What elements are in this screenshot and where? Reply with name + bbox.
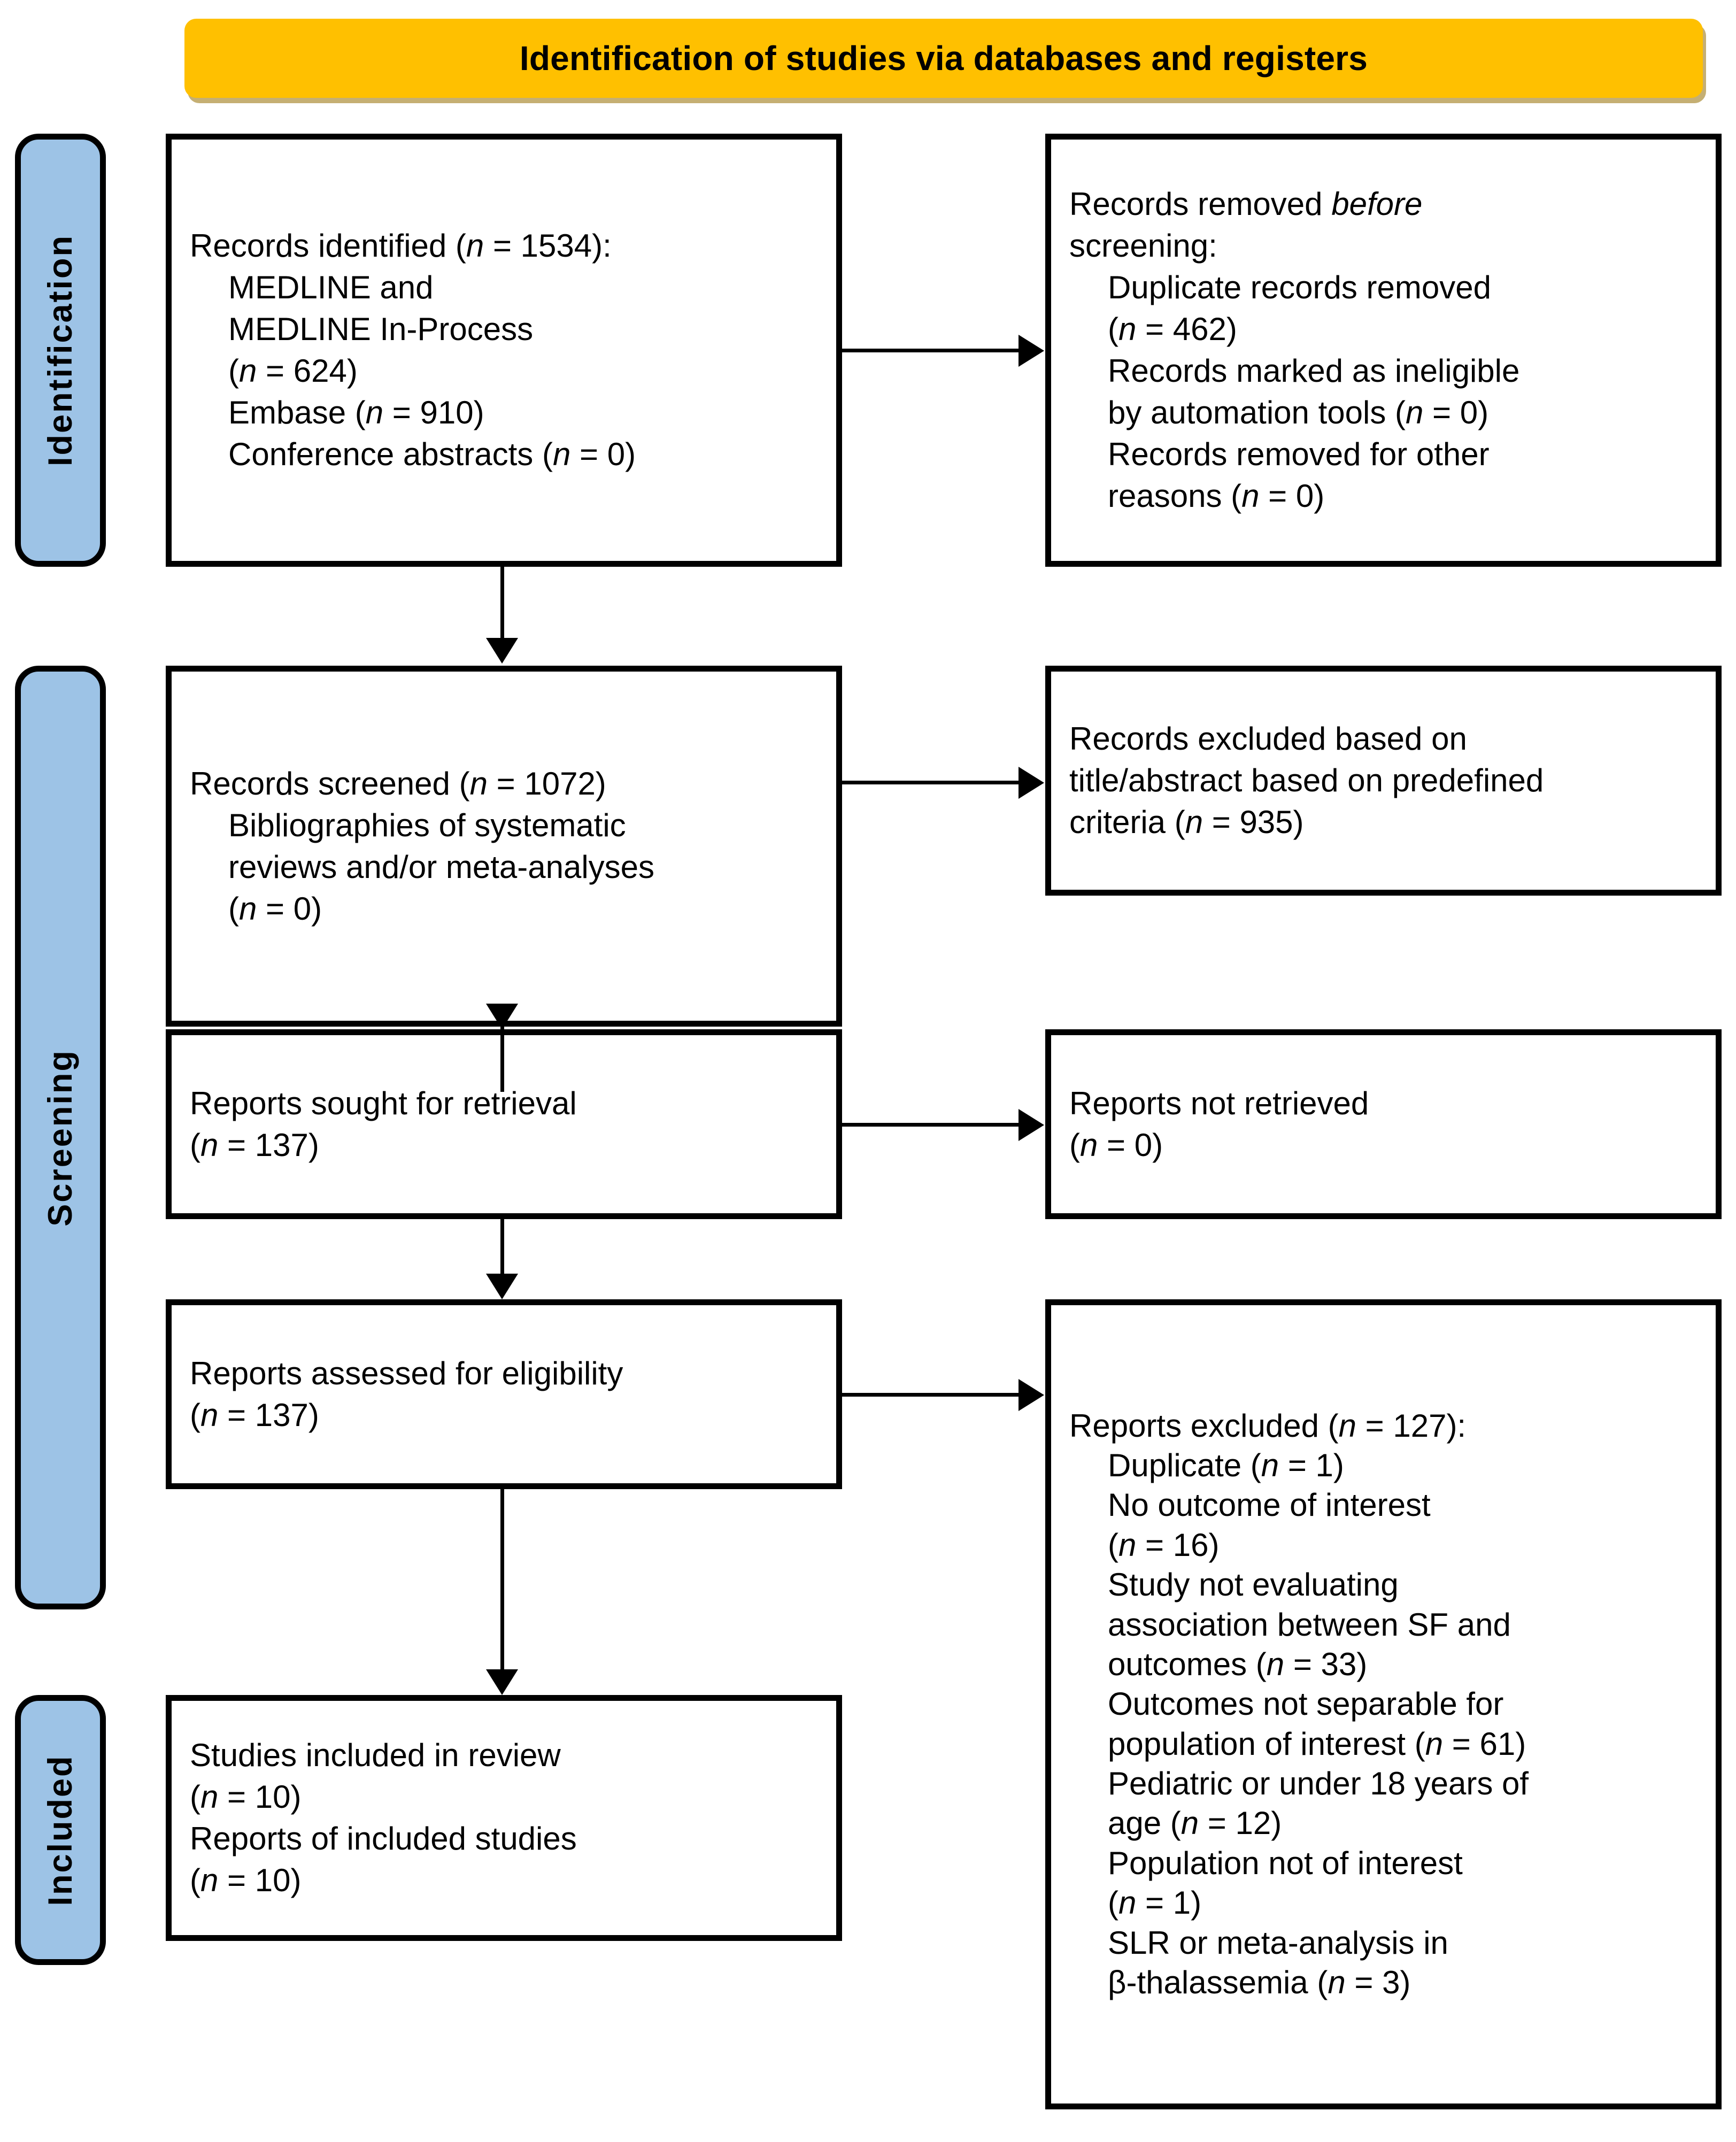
line: criteria (n = 935) bbox=[1069, 804, 1304, 840]
line: Records removed for other bbox=[1108, 436, 1490, 472]
connector-identified-to-screened bbox=[500, 567, 504, 638]
line: Reports excluded (n = 127): bbox=[1069, 1407, 1467, 1444]
connector-assessed-to-reports-excluded bbox=[842, 1393, 1019, 1397]
box-records-screened: Records screened (n = 1072) Bibliographi… bbox=[166, 666, 842, 1027]
connector-sought-to-not-retrieved bbox=[842, 1123, 1019, 1127]
line: (n = 1) bbox=[1108, 1885, 1202, 1921]
arrowhead-right-assessed-to-reports-excluded bbox=[1019, 1379, 1044, 1411]
connector-identified-to-removed bbox=[842, 349, 1019, 352]
line: age (n = 12) bbox=[1108, 1805, 1282, 1841]
line: Pediatric or under 18 years of bbox=[1108, 1766, 1529, 1802]
stage-band-screening: Screening bbox=[15, 666, 106, 1609]
arrowhead-right-screened-to-excluded bbox=[1019, 767, 1044, 799]
line: SLR or meta-analysis in bbox=[1108, 1924, 1448, 1961]
page-title: Identification of studies via databases … bbox=[519, 39, 1368, 78]
arrowhead-down-screened-to-sought bbox=[486, 1004, 518, 1029]
header-banner: Identification of studies via databases … bbox=[184, 19, 1703, 98]
arrowhead-right-identified-to-removed bbox=[1019, 335, 1044, 367]
line: (n = 462) bbox=[1108, 311, 1237, 347]
box-records-removed-before-screening: Records removed before screening: Duplic… bbox=[1045, 134, 1722, 567]
stage-label-identification: Identification bbox=[42, 234, 79, 466]
line: Reports not retrieved bbox=[1069, 1085, 1369, 1121]
line: MEDLINE In-Process bbox=[228, 311, 534, 347]
line: Records screened (n = 1072) bbox=[190, 765, 606, 802]
line: Duplicate records removed bbox=[1108, 269, 1491, 305]
stage-band-identification: Identification bbox=[15, 134, 106, 567]
line: Embase (n = 910) bbox=[228, 395, 484, 430]
arrowhead-right-sought-to-not-retrieved bbox=[1019, 1109, 1044, 1141]
line: (n = 10) bbox=[190, 1862, 302, 1898]
line: Duplicate (n = 1) bbox=[1108, 1447, 1344, 1483]
line: title/abstract based on predefined bbox=[1069, 762, 1544, 798]
connector-assessed-to-included bbox=[500, 1489, 504, 1669]
line: Reports assessed for eligibility bbox=[190, 1355, 623, 1391]
line: population of interest (n = 61) bbox=[1108, 1725, 1526, 1762]
line: (n = 16) bbox=[1108, 1527, 1220, 1563]
line: association between SF and bbox=[1108, 1606, 1511, 1643]
line: Studies included in review bbox=[190, 1737, 561, 1773]
line: Records excluded based on bbox=[1069, 721, 1467, 757]
connector-screened-to-excluded bbox=[842, 781, 1019, 784]
box-studies-included-in-review: Studies included in review (n = 10) Repo… bbox=[166, 1695, 842, 1941]
arrowhead-down-identified-to-screened bbox=[486, 638, 518, 664]
line: (n = 137) bbox=[190, 1127, 319, 1163]
box-reports-not-retrieved: Reports not retrieved (n = 0) bbox=[1045, 1029, 1722, 1219]
line: (n = 0) bbox=[1069, 1127, 1163, 1163]
line: No outcome of interest bbox=[1108, 1487, 1431, 1523]
line: β-thalassemia (n = 3) bbox=[1108, 1964, 1411, 2001]
line: (n = 0) bbox=[228, 890, 322, 927]
line: Records marked as ineligible bbox=[1108, 353, 1520, 389]
line: Conference abstracts (n = 0) bbox=[228, 436, 636, 472]
arrowhead-down-sought-to-assessed bbox=[486, 1274, 518, 1299]
line: Reports of included studies bbox=[190, 1821, 577, 1856]
arrowhead-down-assessed-to-included bbox=[486, 1669, 518, 1695]
line: outcomes (n = 33) bbox=[1108, 1646, 1368, 1682]
box-reports-excluded: Reports excluded (n = 127): Duplicate (n… bbox=[1045, 1299, 1722, 2109]
line: reasons (n = 0) bbox=[1108, 478, 1325, 514]
line: Records removed before bbox=[1069, 186, 1423, 222]
connector-screened-to-sought bbox=[500, 1027, 504, 1092]
line: reviews and/or meta-analyses bbox=[228, 849, 655, 885]
line: Population not of interest bbox=[1108, 1845, 1463, 1881]
stage-label-included: Included bbox=[42, 1754, 79, 1906]
line: (n = 624) bbox=[228, 353, 358, 389]
line: Bibliographies of systematic bbox=[228, 807, 626, 843]
line: screening: bbox=[1069, 228, 1217, 264]
box-records-excluded-title-abstract: Records excluded based on title/abstract… bbox=[1045, 666, 1722, 896]
line: MEDLINE and bbox=[228, 269, 434, 305]
connector-sought-to-assessed bbox=[500, 1219, 504, 1274]
line: Records identified (n = 1534): bbox=[190, 228, 612, 264]
box-records-identified: Records identified (n = 1534): MEDLINE a… bbox=[166, 134, 842, 567]
stage-label-screening: Screening bbox=[42, 1049, 79, 1227]
stage-band-included: Included bbox=[15, 1695, 106, 1965]
line: Reports sought for retrieval bbox=[190, 1085, 577, 1121]
line: (n = 10) bbox=[190, 1779, 302, 1815]
line: by automation tools (n = 0) bbox=[1108, 395, 1489, 430]
line: Outcomes not separable for bbox=[1108, 1686, 1504, 1722]
box-reports-assessed-for-eligibility: Reports assessed for eligibility (n = 13… bbox=[166, 1299, 842, 1489]
line: Study not evaluating bbox=[1108, 1567, 1399, 1603]
line: (n = 137) bbox=[190, 1397, 319, 1433]
